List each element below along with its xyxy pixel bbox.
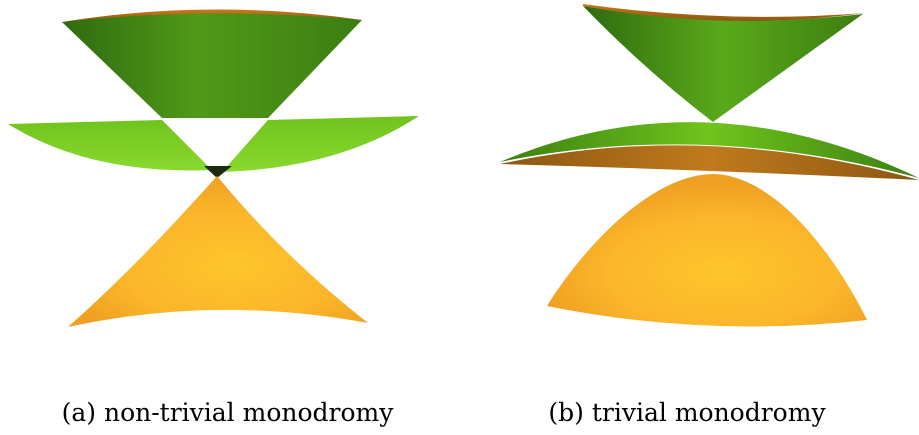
upper-cone-rim-a (62, 9, 362, 22)
crossing-tip-a (204, 166, 232, 178)
left-wing-a (8, 120, 212, 171)
middle-sheet-orange-b (500, 145, 919, 180)
lower-dome-b (547, 174, 867, 327)
lower-cone-a (68, 176, 368, 327)
middle-sheet-green-b (500, 122, 919, 178)
panel-a: (a) non-trivial monodromy (0, 0, 455, 435)
caption-b: (b) trivial monodromy (548, 398, 826, 427)
upper-cone-b (583, 6, 863, 122)
upper-cone-a (62, 11, 362, 118)
right-wing-a (222, 116, 419, 172)
surface-plot-b (500, 4, 919, 327)
panel-b: (b) trivial monodromy (455, 0, 919, 435)
upper-cone-rim-b (583, 4, 865, 22)
surface-plot-a (8, 9, 419, 327)
caption-a: (a) non-trivial monodromy (61, 398, 394, 427)
